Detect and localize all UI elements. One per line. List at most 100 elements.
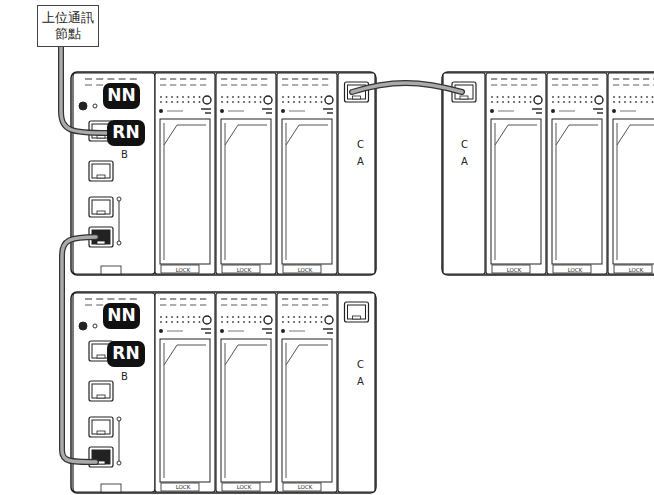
drawing-stroke (630, 125, 654, 126)
drawing-stroke (107, 298, 114, 299)
terminal-dot (188, 316, 190, 318)
terminal-dot (519, 96, 521, 98)
terminal-dot (315, 101, 317, 103)
drawing-stroke (190, 78, 196, 79)
terminal-dot (221, 321, 223, 323)
terminal-cover (613, 119, 654, 264)
terminal-dot (558, 96, 560, 98)
terminal-dot (652, 101, 654, 103)
lock-lever (553, 265, 591, 273)
terminal-dot (293, 101, 295, 103)
release-button (264, 316, 272, 324)
brand-mark (323, 109, 333, 113)
terminal-dot (652, 96, 654, 98)
terminal-cover (552, 119, 602, 264)
terminal-dot (188, 96, 190, 98)
drawing-stroke (617, 125, 630, 145)
drawing-stroke (592, 84, 598, 85)
terminal-dot (293, 316, 295, 318)
drawing-stroke (292, 78, 298, 79)
drawing-stroke (231, 84, 237, 85)
drawing-stroke (292, 298, 298, 299)
brand-mark (201, 109, 211, 113)
drawing-stroke (231, 298, 237, 299)
drawing-stroke (559, 111, 575, 112)
drawing-stroke (167, 331, 183, 332)
terminal-dot (585, 101, 587, 103)
ethernet-cable (352, 83, 462, 92)
lock-label: LOCK (237, 268, 252, 274)
terminal-dot (166, 101, 168, 103)
terminal-dot (299, 316, 301, 318)
ethernet-cable (61, 47, 107, 133)
panel-letter: C (357, 360, 364, 370)
status-led (612, 109, 616, 113)
rj45-latch (97, 211, 105, 214)
brand-mark (201, 329, 211, 333)
ethernet-cable (61, 47, 107, 133)
terminal-dot (182, 101, 184, 103)
status-led (93, 104, 97, 108)
terminal-dot (321, 101, 323, 103)
drawing-stroke (190, 298, 196, 299)
drawing-stroke (130, 78, 137, 79)
rj45-port (345, 302, 369, 322)
drawing-stroke (302, 78, 308, 79)
drawing-stroke (241, 84, 247, 85)
drawing-stroke (177, 345, 206, 346)
drawing-stroke (221, 78, 227, 79)
status-led (551, 109, 555, 113)
drawing-stroke (177, 125, 206, 126)
terminal-dot (254, 316, 256, 318)
drawing-stroke (613, 78, 619, 79)
release-button (203, 316, 211, 324)
rj45-socket (92, 420, 110, 434)
drawing-stroke (299, 125, 328, 126)
drawing-stroke (653, 84, 654, 85)
terminal-dot (254, 101, 256, 103)
drawing-stroke (96, 304, 103, 305)
panel-letter: B (121, 150, 128, 160)
lock-lever (614, 265, 652, 273)
rj45-port (89, 197, 113, 217)
terminal-dot (310, 101, 312, 103)
drawing-stroke (582, 84, 588, 85)
terminal-dot (238, 101, 240, 103)
drawing-stroke (96, 78, 103, 79)
terminal-dot (288, 96, 290, 98)
drawing-stroke (96, 84, 103, 85)
terminal-dot (288, 321, 290, 323)
terminal-dot (282, 96, 284, 98)
terminal-dot (243, 316, 245, 318)
terminal-dot (591, 96, 593, 98)
brand-mark (593, 109, 603, 113)
terminal-dot (304, 321, 306, 323)
port-marker (117, 461, 121, 465)
terminal-dot (502, 96, 504, 98)
drawing-stroke (302, 84, 308, 85)
drawing-stroke (119, 78, 126, 79)
terminal-dot (530, 101, 532, 103)
terminal-dot (304, 316, 306, 318)
drawing-stroke (164, 343, 165, 478)
drawing-stroke (180, 304, 186, 305)
brand-mark (262, 329, 272, 333)
drawing-stroke (282, 298, 288, 299)
terminal-dot (177, 316, 179, 318)
terminal-dot (569, 101, 571, 103)
drawing-stroke (282, 84, 288, 85)
panel-letter: A (461, 157, 468, 167)
terminal-dot (160, 316, 162, 318)
drawing-stroke (238, 345, 267, 346)
node-label: NN (107, 305, 135, 326)
drawing-stroke (572, 78, 578, 79)
drawing-stroke (119, 298, 126, 299)
terminal-dot (166, 96, 168, 98)
rj45-socket (92, 200, 110, 214)
drawing-stroke (228, 331, 244, 332)
terminal-dot (321, 96, 323, 98)
drawing-stroke (302, 304, 308, 305)
terminal-dot (321, 321, 323, 323)
drawing-stroke (312, 84, 318, 85)
drawing-stroke (261, 298, 267, 299)
